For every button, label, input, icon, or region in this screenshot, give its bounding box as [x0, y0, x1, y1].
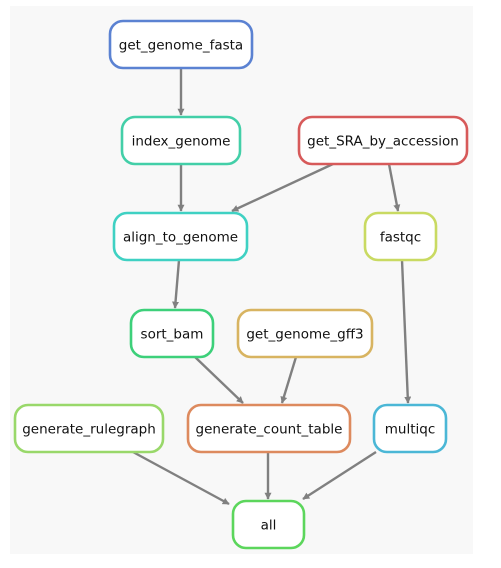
node-get_genome_fasta: get_genome_fasta [108, 19, 254, 70]
node-get_genome_gff3: get_genome_gff3 [236, 308, 374, 359]
nodes-layer: get_genome_fasta index_genome get_SRA_by_a… [13, 19, 469, 550]
node-fastqc: fastqc [363, 211, 438, 262]
node-box-get_genome_fasta [108, 19, 254, 70]
edge-fastqc-to-multiqc [400, 259, 412, 404]
node-box-fastqc [363, 211, 438, 262]
node-box-get_SRA_by_accession [297, 115, 469, 166]
node-sort_bam: sort_bam [129, 308, 215, 359]
node-index_genome: index_genome [120, 115, 242, 166]
node-box-all [231, 499, 306, 550]
edge-sort_bam-to-generate_count_table [194, 356, 244, 404]
node-all: all [231, 499, 306, 550]
node-generate_count_table: generate_count_table [186, 403, 352, 454]
edge-get_genome_gff3-to-generate_count_table [280, 356, 298, 404]
edge-align_to_genome-to-sort_bam [172, 259, 181, 309]
edge-get_SRA_by_accession-to-align_to_genome [231, 162, 334, 213]
node-label-align_to_genome: align_to_genome [123, 230, 238, 246]
node-multiqc: multiqc [372, 403, 448, 454]
node-label-multiqc: multiqc [385, 422, 436, 438]
node-label-sort_bam: sort_bam [141, 327, 204, 343]
node-label-get_genome_fasta: get_genome_fasta [119, 38, 243, 54]
edge-get_SRA_by_accession-to-fastqc [387, 163, 401, 212]
node-box-index_genome [120, 115, 242, 166]
node-label-index_genome: index_genome [132, 134, 231, 150]
node-box-multiqc [372, 403, 448, 454]
edges-layer [132, 68, 412, 506]
node-label-generate_rulegraph: generate_rulegraph [22, 422, 156, 438]
node-box-generate_rulegraph [13, 403, 165, 454]
node-box-get_genome_gff3 [236, 308, 374, 359]
diagram-background-panel [10, 6, 473, 554]
node-label-fastqc: fastqc [380, 230, 421, 246]
node-box-generate_count_table [186, 403, 352, 454]
node-box-align_to_genome [112, 211, 249, 262]
node-label-all: all [261, 518, 277, 534]
node-get_SRA_by_accession: get_SRA_by_accession [297, 115, 469, 166]
node-label-get_genome_gff3: get_genome_gff3 [246, 327, 363, 343]
edge-multiqc-to-all [302, 450, 377, 501]
node-generate_rulegraph: generate_rulegraph [13, 403, 165, 454]
node-label-get_SRA_by_accession: get_SRA_by_accession [307, 134, 459, 150]
node-label-generate_count_table: generate_count_table [196, 422, 343, 438]
node-align_to_genome: align_to_genome [112, 211, 249, 262]
node-box-sort_bam [129, 308, 215, 359]
edge-generate_rulegraph-to-all [132, 450, 230, 506]
